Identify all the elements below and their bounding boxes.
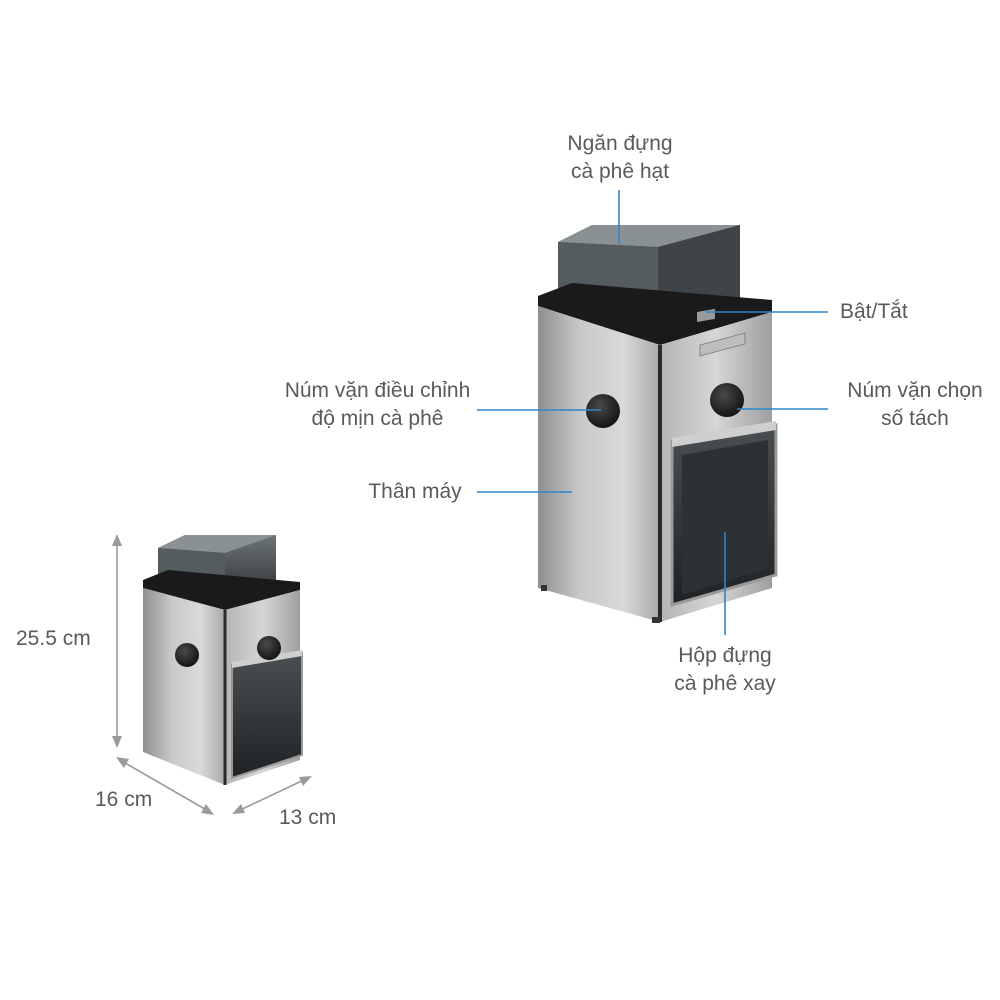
dimension-depth: 16 cm: [95, 788, 153, 811]
dimension-height: 25.5 cm: [16, 627, 91, 650]
dimension-width: 13 cm: [279, 806, 337, 829]
leader-lines: [477, 190, 828, 635]
top-plate: [538, 283, 772, 345]
label-ground-container: Hộp đựng cà phê xay: [674, 644, 776, 695]
label-grind-knob: Núm vặn điều chỉnh độ mịn cà phê: [284, 379, 471, 430]
ground-coffee-tray: [670, 421, 778, 607]
label-cup-knob: Núm vặn chọn số tách: [847, 379, 983, 430]
cup-knob: [710, 383, 744, 417]
side-panel: [538, 306, 660, 622]
label-bean-container: Ngăn đựng cà phê hạt: [567, 132, 673, 183]
grind-knob: [586, 394, 620, 428]
label-power: Bật/Tắt: [840, 300, 908, 323]
large-grinder: [538, 225, 778, 623]
label-body: Thân máy: [368, 480, 462, 503]
small-grinder: [143, 535, 303, 785]
dimension-lines: [112, 534, 312, 815]
